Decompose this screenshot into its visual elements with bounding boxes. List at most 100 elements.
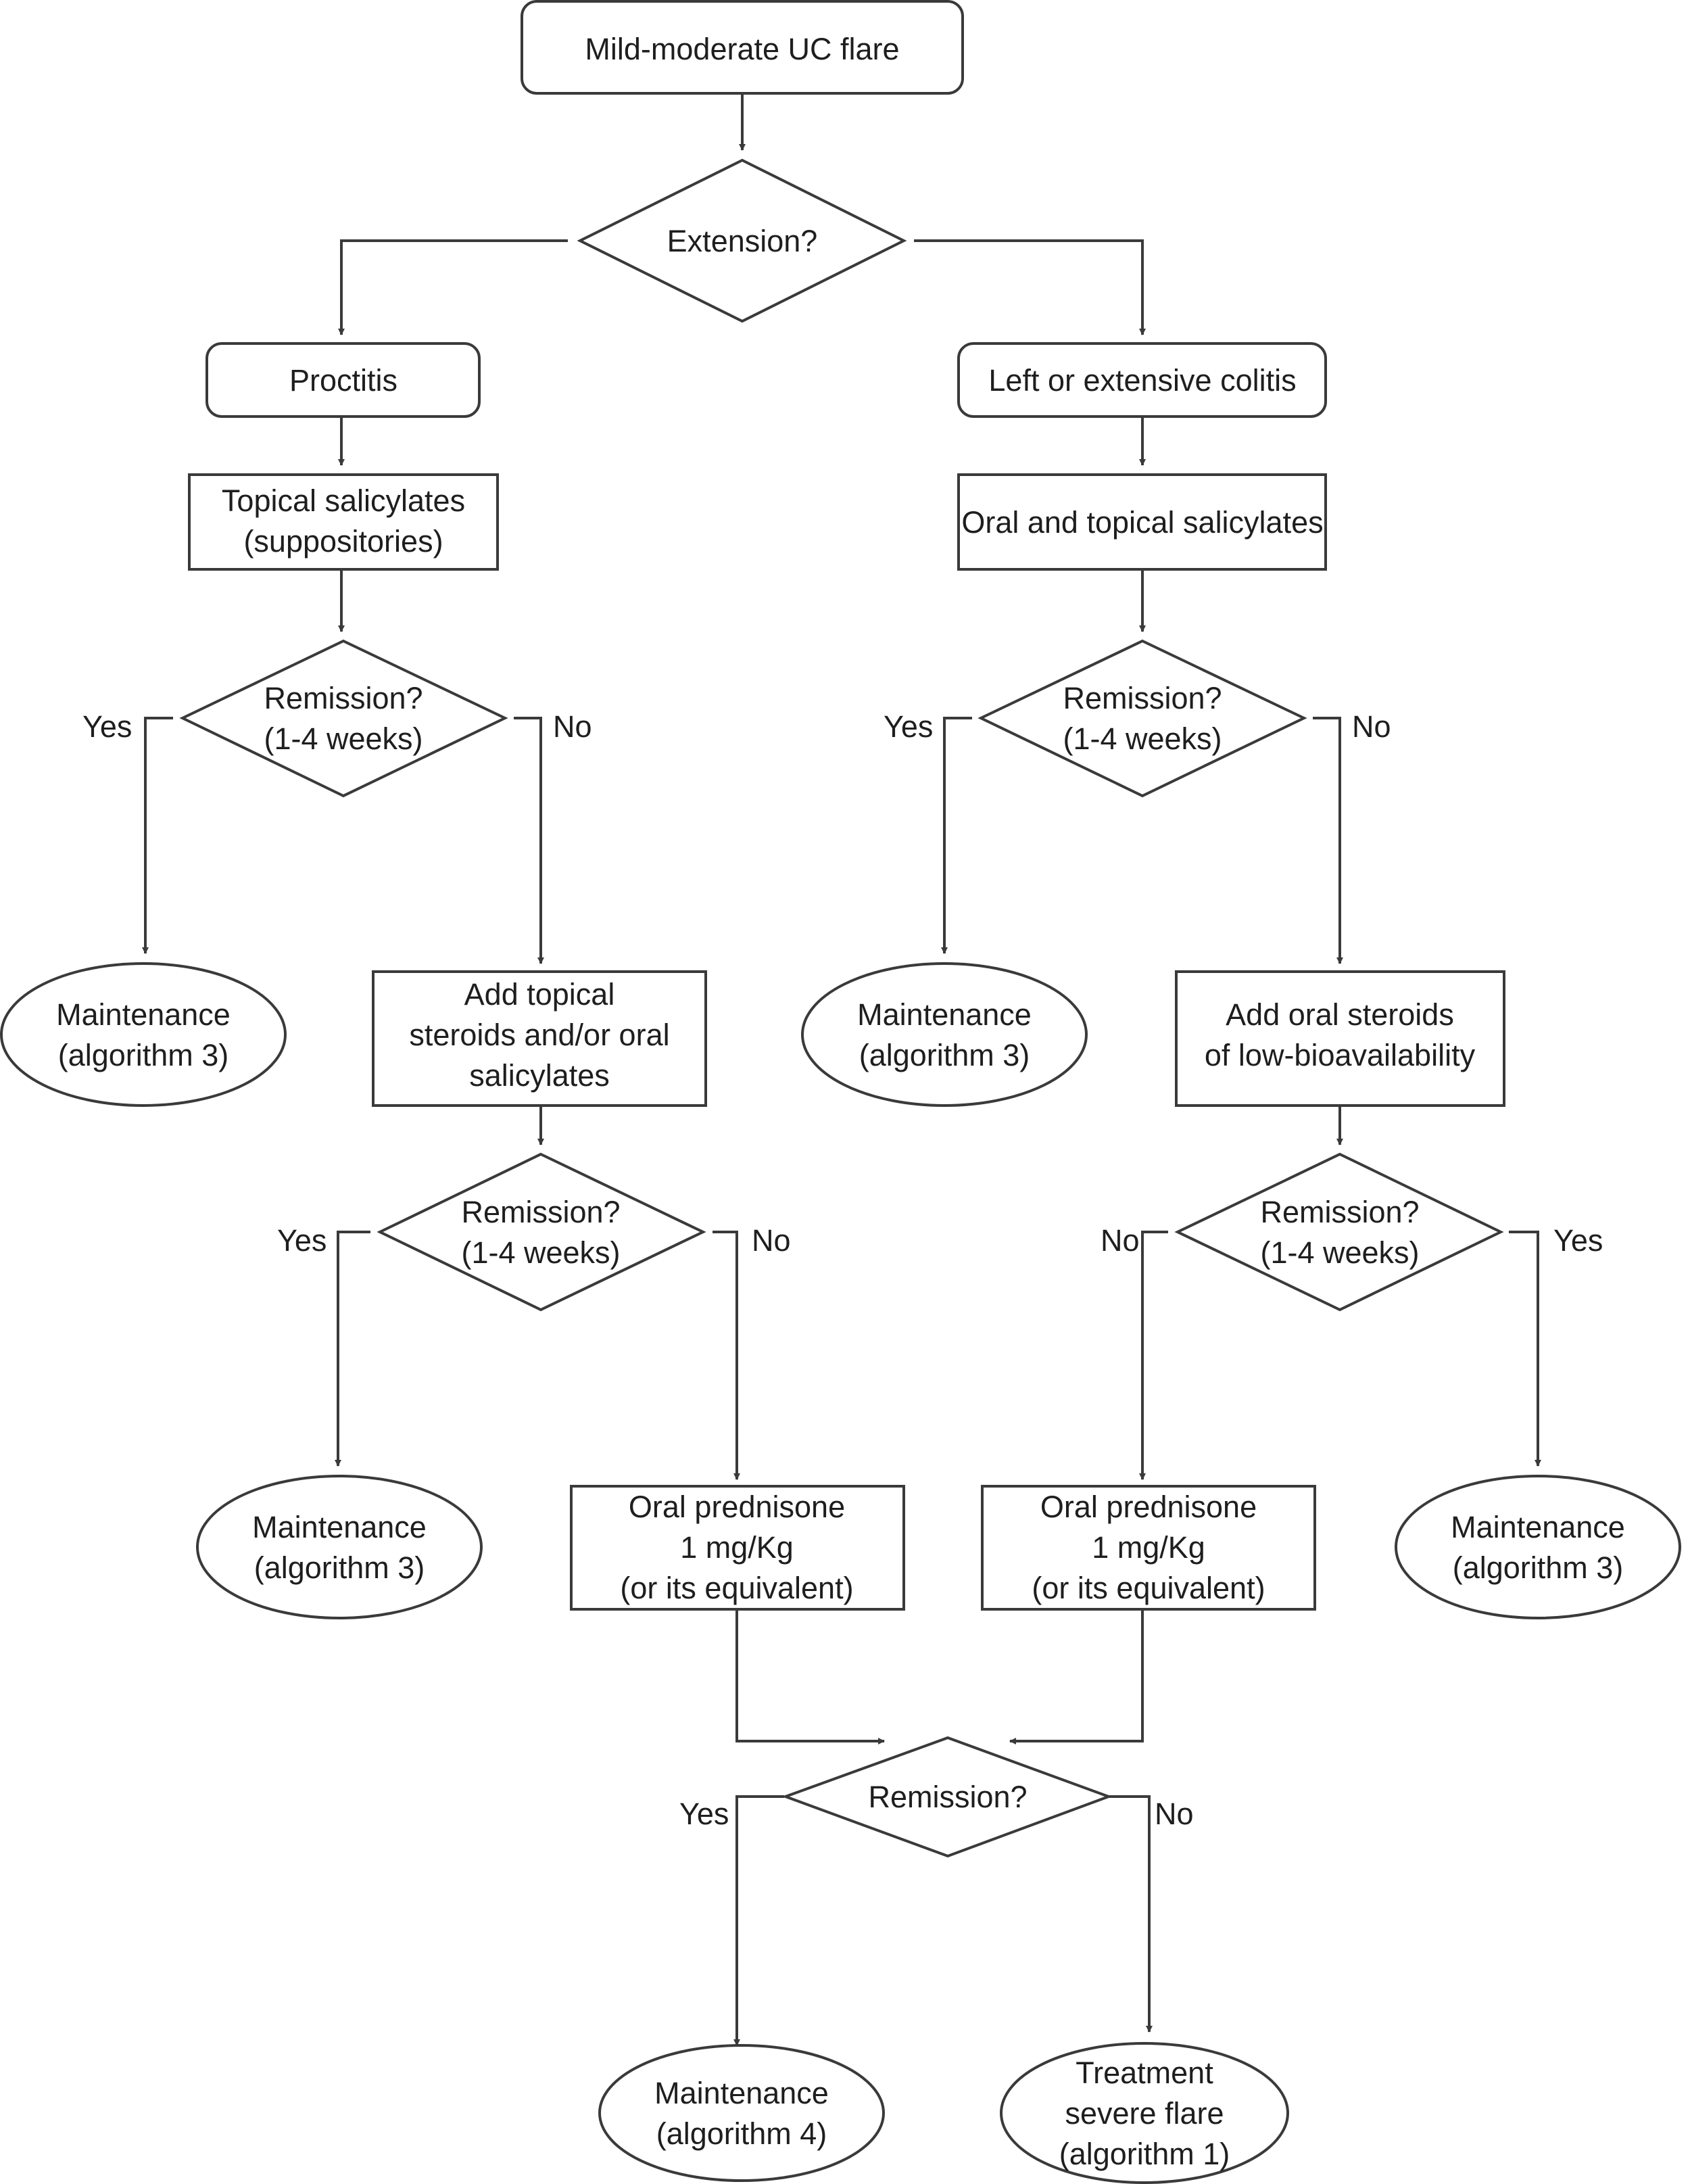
maintenance-r1-label: Maintenance (algorithm 3) — [857, 997, 1032, 1072]
rem-l2-line-1: Remission? — [461, 1195, 620, 1229]
maint-r2-line-2: (algorithm 3) — [1453, 1550, 1624, 1585]
extension-decision-shape — [577, 158, 907, 323]
severe-line-3: (algorithm 1) — [1059, 2137, 1230, 2171]
edge-label-l2-no: No — [752, 1223, 791, 1258]
arrow-rem-l1-no — [514, 717, 544, 964]
maint-r1-line-2: (algorithm 3) — [859, 1038, 1030, 1072]
left-colitis-line-1: Left or extensive colitis — [988, 363, 1296, 398]
arrow-rem-l1-yes — [142, 717, 173, 954]
arrow-rem-r2-yes — [1509, 1231, 1541, 1467]
rem-r1-line-2: (1-4 weeks) — [1063, 721, 1222, 756]
edge-label-r2-no: No — [1101, 1223, 1140, 1258]
proctitis-node-shape — [206, 342, 481, 418]
topical-salicylates-box — [188, 473, 499, 571]
arrow-final-yes — [733, 1795, 784, 2046]
arrow-rem-r1-yes — [941, 717, 972, 954]
add-oral-line-2: of low-bioavailability — [1205, 1038, 1476, 1072]
rem-l1-line-2: (1-4 weeks) — [264, 721, 422, 756]
edge-label-r1-no: No — [1352, 709, 1391, 744]
maint-l2-line-2: (algorithm 3) — [254, 1550, 425, 1585]
maintenance-r2-shape — [1395, 1475, 1681, 1619]
severe-flare-shape — [1000, 2042, 1289, 2184]
proctitis-node-label: Proctitis — [289, 363, 397, 398]
pred-r-line-3: (or its equivalent) — [1032, 1571, 1265, 1605]
maint-l1-line-2: (algorithm 3) — [58, 1038, 229, 1072]
extension-decision-label: Extension? — [667, 224, 818, 258]
pred-r-line-1: Oral prednisone — [1040, 1490, 1257, 1524]
remission-decision-r1-shape — [977, 639, 1307, 798]
maint-r2-line-1: Maintenance — [1451, 1510, 1625, 1544]
rem-final-line-1: Remission? — [868, 1780, 1027, 1814]
add-topical-label: Add topical steroids and/or oral salicylat… — [409, 977, 669, 1093]
topical-sal-line-1: Topical salicylates — [222, 483, 465, 518]
proctitis-line-1: Proctitis — [289, 363, 397, 398]
topical-salicylates-label: Topical salicylates(suppositories) — [222, 483, 465, 559]
maintenance-l2-shape — [196, 1475, 483, 1619]
rem-l2-line-2: (1-4 weeks) — [461, 1235, 620, 1270]
left-colitis-node-shape — [957, 342, 1327, 418]
add-topical-line-2: steroids and/or oral — [409, 1018, 669, 1052]
remission-final-label: Remission? — [868, 1780, 1027, 1814]
maintenance-final-label: Maintenance(algorithm 4) — [654, 2076, 829, 2151]
edge-label-l1-no: No — [553, 709, 592, 744]
severe-flare-label: Treatment severe flare (algorithm 1) — [1059, 2056, 1230, 2171]
start-node-shape — [521, 0, 964, 95]
remission-l2-label: Remission? (1-4 weeks) — [461, 1195, 620, 1270]
arrow-pred-r-to-final — [1009, 1609, 1144, 1744]
pred-r-line-2: 1 mg/Kg — [1092, 1530, 1205, 1565]
start-line-1: Mild-moderate UC flare — [585, 32, 899, 66]
maint-r1-line-1: Maintenance — [857, 997, 1032, 1032]
arrow-rem-l2-no — [713, 1231, 740, 1480]
left-colitis-node-label: Left or extensive colitis — [988, 363, 1296, 398]
rem-r1-line-1: Remission? — [1063, 681, 1222, 715]
maint-l1-line-1: Maintenance — [56, 997, 231, 1032]
pred-l-line-1: Oral prednisone — [629, 1490, 845, 1524]
prednisone-right-box — [981, 1485, 1316, 1611]
maintenance-r2-label: Maintenance (algorithm 3) — [1451, 1510, 1625, 1585]
remission-decision-l2-shape — [377, 1152, 706, 1312]
connectors — [142, 93, 1541, 2046]
add-oral-steroids-label: Add oral steroids of low-bioavailability — [1205, 997, 1476, 1072]
remission-decision-final-shape — [781, 1736, 1113, 1858]
edge-labels: Yes No Yes No Yes No No Yes Yes No — [82, 709, 1603, 1831]
severe-line-2: severe flare — [1065, 2096, 1224, 2131]
remission-l1-label: Remission?(1-4 weeks) — [264, 681, 422, 756]
edge-label-l1-yes: Yes — [82, 709, 132, 744]
edge-label-final-no: No — [1155, 1797, 1194, 1831]
add-topical-box — [372, 970, 707, 1107]
rem-r2-line-1: Remission? — [1260, 1195, 1419, 1229]
edge-label-final-yes: Yes — [679, 1797, 729, 1831]
maintenance-l2-label: Maintenance (algorithm 3) — [252, 1510, 427, 1585]
remission-r2-label: Remission?(1-4 weeks) — [1260, 1195, 1419, 1270]
pred-l-line-2: 1 mg/Kg — [680, 1530, 794, 1565]
severe-line-1: Treatment — [1076, 2056, 1213, 2090]
add-topical-line-3: salicylates — [469, 1058, 610, 1093]
remission-decision-l1-shape — [179, 639, 508, 798]
maint-final-line-2: (algorithm 4) — [656, 2116, 827, 2151]
arrow-rem-l2-yes — [335, 1231, 370, 1467]
oral-top-sal-line-1: Oral and topical salicylates — [961, 505, 1323, 540]
add-oral-steroids-box — [1175, 970, 1505, 1107]
remission-r1-label: Remission? (1-4 weeks) — [1063, 681, 1222, 756]
maintenance-final-shape — [598, 2044, 885, 2182]
edge-label-l2-yes: Yes — [277, 1223, 327, 1258]
arrow-final-no — [1109, 1795, 1153, 2033]
maintenance-l1-label: Maintenance (algorithm 3) — [56, 997, 231, 1072]
add-oral-line-1: Add oral steroids — [1226, 997, 1454, 1032]
edge-label-r2-yes: Yes — [1553, 1223, 1603, 1258]
oral-topical-salicylates-box — [957, 473, 1327, 571]
maint-l2-line-1: Maintenance — [252, 1510, 427, 1544]
arrow-pred-l-to-final — [735, 1609, 885, 1744]
arrow-extension-to-left-colitis — [914, 239, 1146, 335]
prednisone-right-label: Oral prednisone 1 mg/Kg (or its equivalent… — [1032, 1490, 1265, 1605]
pred-l-line-3: (or its equivalent) — [620, 1571, 853, 1605]
remission-decision-r2-shape — [1174, 1152, 1504, 1312]
extension-line-1: Extension? — [667, 224, 818, 258]
maintenance-l1-shape — [0, 962, 287, 1107]
arrow-rem-r2-no — [1139, 1231, 1168, 1480]
arrow-extension-to-proctitis — [338, 239, 568, 335]
arrow-rem-r1-no — [1313, 717, 1343, 964]
add-topical-line-1: Add topical — [464, 977, 615, 1012]
